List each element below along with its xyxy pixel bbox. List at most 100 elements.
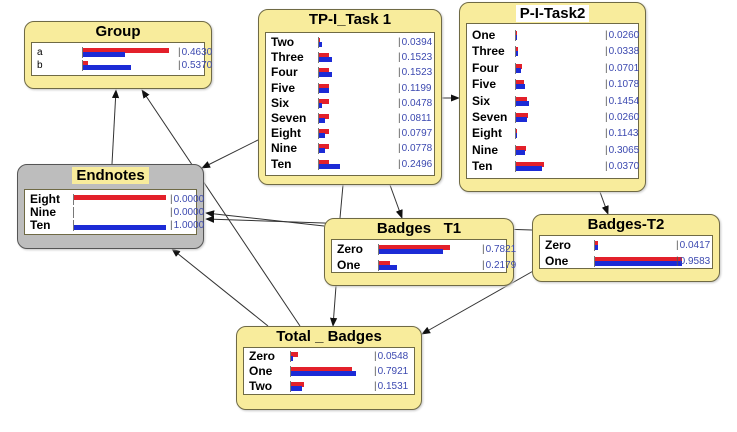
state-bars xyxy=(73,220,166,231)
state-row[interactable]: Two0.0394 xyxy=(266,36,434,51)
state-row[interactable]: One0.7921 xyxy=(244,365,414,380)
bar-posterior xyxy=(318,148,326,154)
bar-prior xyxy=(594,257,683,262)
state-bars xyxy=(290,351,372,362)
state-probability: 1.0000 xyxy=(170,219,205,232)
node-states: Zero 0.0417One0.9583 xyxy=(539,235,713,269)
bar-prior xyxy=(515,96,527,102)
node-endnotes[interactable]: Endnotes Eight0.0000Nine0.0000Ten1.0000 xyxy=(17,164,204,249)
bar-axis xyxy=(318,158,319,170)
state-bars xyxy=(318,37,406,48)
state-row[interactable]: Zero 0.0417 xyxy=(540,239,712,255)
state-row[interactable]: Eight0.1143 xyxy=(467,127,638,143)
state-row[interactable]: Ten0.0370 xyxy=(467,159,639,176)
bar-axis xyxy=(515,111,516,123)
state-probability: 0.1531 xyxy=(374,380,409,393)
node-group[interactable]: Group a0.4630b0.5370 xyxy=(24,21,212,89)
state-row[interactable]: Six 0.1454 xyxy=(467,93,640,111)
state-label: Nine xyxy=(472,142,499,157)
state-row[interactable]: Three 0.1523 xyxy=(266,51,434,66)
state-row[interactable]: Nine0.0000 xyxy=(25,206,204,219)
state-row[interactable]: Eight0.0000 xyxy=(25,193,204,206)
node-states: Two0.0394Three0.1523Four0.1523Five0.1199… xyxy=(265,32,435,176)
edge-endnotes-to-group xyxy=(111,89,120,165)
state-row[interactable]: Five0.1199 xyxy=(266,81,434,97)
state-probability: 0.0417 xyxy=(676,239,711,252)
node-badges-t2[interactable]: Badges-T2 Zero0.0417One0.9583 xyxy=(532,214,720,282)
bar-prior xyxy=(515,47,518,53)
state-row[interactable]: One0.9583 xyxy=(540,255,712,271)
edge-tp_task1-to-total_badges xyxy=(339,184,344,219)
state-row[interactable]: Zero0.7821 xyxy=(332,243,516,259)
node-title: Endnotes xyxy=(18,167,203,185)
bar-axis xyxy=(515,95,516,107)
state-label: Six xyxy=(472,93,491,108)
state-bars xyxy=(515,95,605,107)
state-label: Ten xyxy=(472,159,493,174)
state-probability: 0.1523 xyxy=(398,66,433,79)
state-row[interactable]: Three0.0338 xyxy=(467,45,640,61)
state-label: Zero xyxy=(545,238,572,252)
bar-prior xyxy=(318,98,329,104)
state-row[interactable]: a0.4630 xyxy=(32,46,212,59)
bar-prior xyxy=(378,245,451,250)
state-row[interactable]: One0.2179 xyxy=(332,258,516,275)
state-label: Seven xyxy=(271,110,307,125)
node-states: One0.0260Three0.0338Four0.0701Five0.1078… xyxy=(466,23,639,179)
state-row[interactable]: One0.0260 xyxy=(467,29,639,45)
bar-axis xyxy=(515,46,516,58)
bar-posterior xyxy=(318,133,326,139)
state-row[interactable]: Seven0.0811 xyxy=(266,110,434,127)
node-total-badges[interactable]: Total _ Badges Zero0.0548One0.7921Two0.1… xyxy=(236,326,422,410)
state-probability: 0.0478 xyxy=(398,97,433,110)
bar-prior xyxy=(82,48,170,53)
state-label: Three xyxy=(271,50,304,65)
bar-prior xyxy=(318,83,330,89)
node-states: Zero0.7821One0.2179 xyxy=(331,239,516,275)
bar-prior xyxy=(515,145,526,151)
state-row[interactable]: Nine0.0778 xyxy=(266,142,434,157)
state-probability: 0.0797 xyxy=(398,127,433,140)
state-row[interactable]: Four0.0701 xyxy=(467,61,640,78)
state-row[interactable]: Ten1.0000 xyxy=(25,219,204,232)
bar-posterior xyxy=(318,57,333,63)
bar-axis xyxy=(73,220,74,231)
state-row[interactable]: Two 0.1531 xyxy=(244,380,414,395)
state-probability: 0.0701 xyxy=(605,62,640,75)
node-tp-task1[interactable]: TP-I_Task 1 Two0.0394Three0.1523Four0.15… xyxy=(258,9,442,185)
state-bars xyxy=(318,112,406,124)
state-row[interactable]: Zero0.0548 xyxy=(244,350,414,365)
state-row[interactable]: Four0.1523 xyxy=(266,66,434,81)
state-row[interactable]: Eight0.0797 xyxy=(266,127,434,142)
state-row[interactable]: Ten0.2496 xyxy=(266,157,434,173)
bar-axis xyxy=(82,47,83,58)
bar-axis xyxy=(318,112,319,124)
state-bars xyxy=(290,381,372,392)
state-bars xyxy=(515,144,605,156)
state-probability: 0.1523 xyxy=(398,51,433,64)
state-row[interactable]: Five0.1078 xyxy=(467,78,639,94)
state-bars xyxy=(594,240,686,251)
bar-prior xyxy=(82,61,89,66)
bar-prior xyxy=(515,80,524,86)
node-p-task2[interactable]: P-I-Task2 One0.0260Three0.0338Four0.0701… xyxy=(459,2,646,192)
bar-prior xyxy=(594,241,598,246)
state-probability: 0.0338 xyxy=(605,45,640,58)
node-badges-t1[interactable]: Badges T1 Zero0.7821One0.2179 xyxy=(324,218,516,286)
state-row[interactable]: Nine0.3065 xyxy=(467,142,639,160)
state-label: a xyxy=(37,47,43,58)
state-probability: 0.5370 xyxy=(178,59,213,72)
state-row[interactable]: b0.5370 xyxy=(32,59,212,72)
bar-prior xyxy=(318,113,329,119)
bar-posterior xyxy=(290,386,303,391)
state-bars xyxy=(290,366,372,377)
bar-axis xyxy=(515,30,516,41)
state-row[interactable]: Six0.0478 xyxy=(266,96,434,112)
state-label: Two xyxy=(249,379,273,393)
bar-prior xyxy=(318,159,330,165)
state-probability: 0.1454 xyxy=(605,95,640,108)
bar-posterior xyxy=(318,102,323,108)
state-row[interactable]: Seven0.0260 xyxy=(467,110,639,127)
state-label: One xyxy=(337,258,361,272)
bar-axis xyxy=(318,52,319,64)
